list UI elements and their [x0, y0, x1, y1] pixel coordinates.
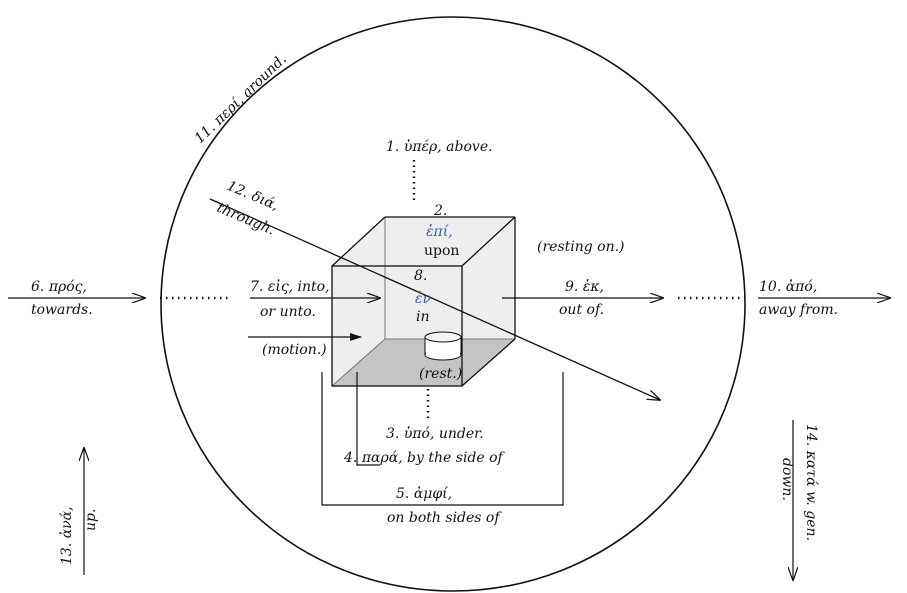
eis-label: 7. εἰς, into,: [250, 278, 330, 295]
para-label: 4. παρά, by the side of: [343, 450, 506, 466]
cube: [331, 216, 516, 387]
apo-gloss: away from.: [759, 302, 838, 318]
ek-gloss: out of.: [559, 302, 604, 318]
epi-resting: (resting on.): [537, 239, 625, 255]
para-bracket: [356, 372, 380, 466]
cube-floor: [332, 339, 515, 386]
ana-gloss: up.: [83, 509, 99, 531]
cube-front-edges: [331, 216, 516, 387]
epi-num: 2.: [433, 203, 447, 219]
apo-label: 10. ἀπό,: [759, 278, 817, 295]
pros-label: 6. πρός,: [31, 279, 87, 295]
ek-label: 9. ἐκ,: [565, 278, 604, 295]
en-num: 8.: [414, 268, 427, 284]
dia-arrow: [209, 198, 660, 400]
eis-motion: (motion.): [262, 342, 327, 358]
peri-label: 11. περί, around.: [191, 51, 290, 147]
hyper-label: 1. ὑπέρ, above.: [386, 138, 493, 155]
amphi-label: 5. ἀμφί,: [396, 485, 452, 502]
pros-gloss: towards.: [31, 302, 93, 318]
en-gloss: in: [416, 309, 430, 325]
kata-gloss: down.: [779, 458, 795, 501]
kata-label: 14. κατά w. gen.: [803, 424, 819, 541]
eis-gloss2: or unto.: [260, 304, 316, 320]
epi-gloss: upon: [424, 243, 459, 259]
en-rest: (rest.): [419, 366, 462, 382]
en-greek: ἐν: [415, 290, 432, 307]
amphi-bracket: [321, 372, 564, 506]
peri-circle: [160, 16, 746, 592]
epi-greek: ἐπί,: [426, 223, 453, 240]
amphi-gloss: on both sides of: [387, 510, 502, 526]
hypo-label: 3. ὑπό, under.: [386, 425, 484, 442]
cylinder: [424, 331, 462, 361]
ana-label: 13. ἀνά,: [58, 506, 75, 565]
